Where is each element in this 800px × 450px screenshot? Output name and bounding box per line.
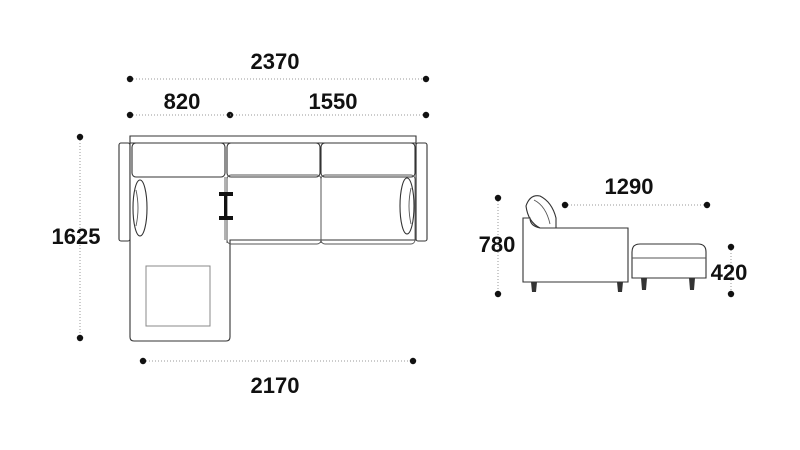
label-side-depth: 1290: [605, 174, 654, 199]
dimension-total-width: 2370: [126, 49, 430, 83]
label-total-width: 2370: [251, 49, 300, 74]
label-total-depth: 1625: [52, 224, 101, 249]
dimension-total-depth: 1625: [52, 133, 101, 342]
dimension-base-width: 2170: [139, 357, 417, 398]
connector-marker-bar: [224, 196, 227, 216]
dimension-sofa-section-width: 1550: [230, 89, 430, 119]
dimension-chaise-width: 820: [126, 89, 234, 119]
label-chaise-width: 820: [164, 89, 201, 114]
dimension-back-height: 780: [479, 194, 516, 298]
sofa-plan-outline: [118, 135, 428, 342]
sofa-side-profile: [522, 195, 707, 292]
dimension-seat-height: 420: [711, 243, 748, 298]
connector-marker-top: [219, 192, 233, 196]
dimension-side-depth: 1290: [561, 174, 711, 209]
side-view: 1290 780 420: [479, 174, 748, 298]
label-back-height: 780: [479, 232, 516, 257]
label-sofa-section-width: 1550: [309, 89, 358, 114]
plan-view: 2370 820 1550 1625 2170: [52, 49, 430, 398]
connector-marker-bottom: [219, 216, 233, 220]
label-seat-height: 420: [711, 260, 748, 285]
label-base-width: 2170: [251, 373, 300, 398]
